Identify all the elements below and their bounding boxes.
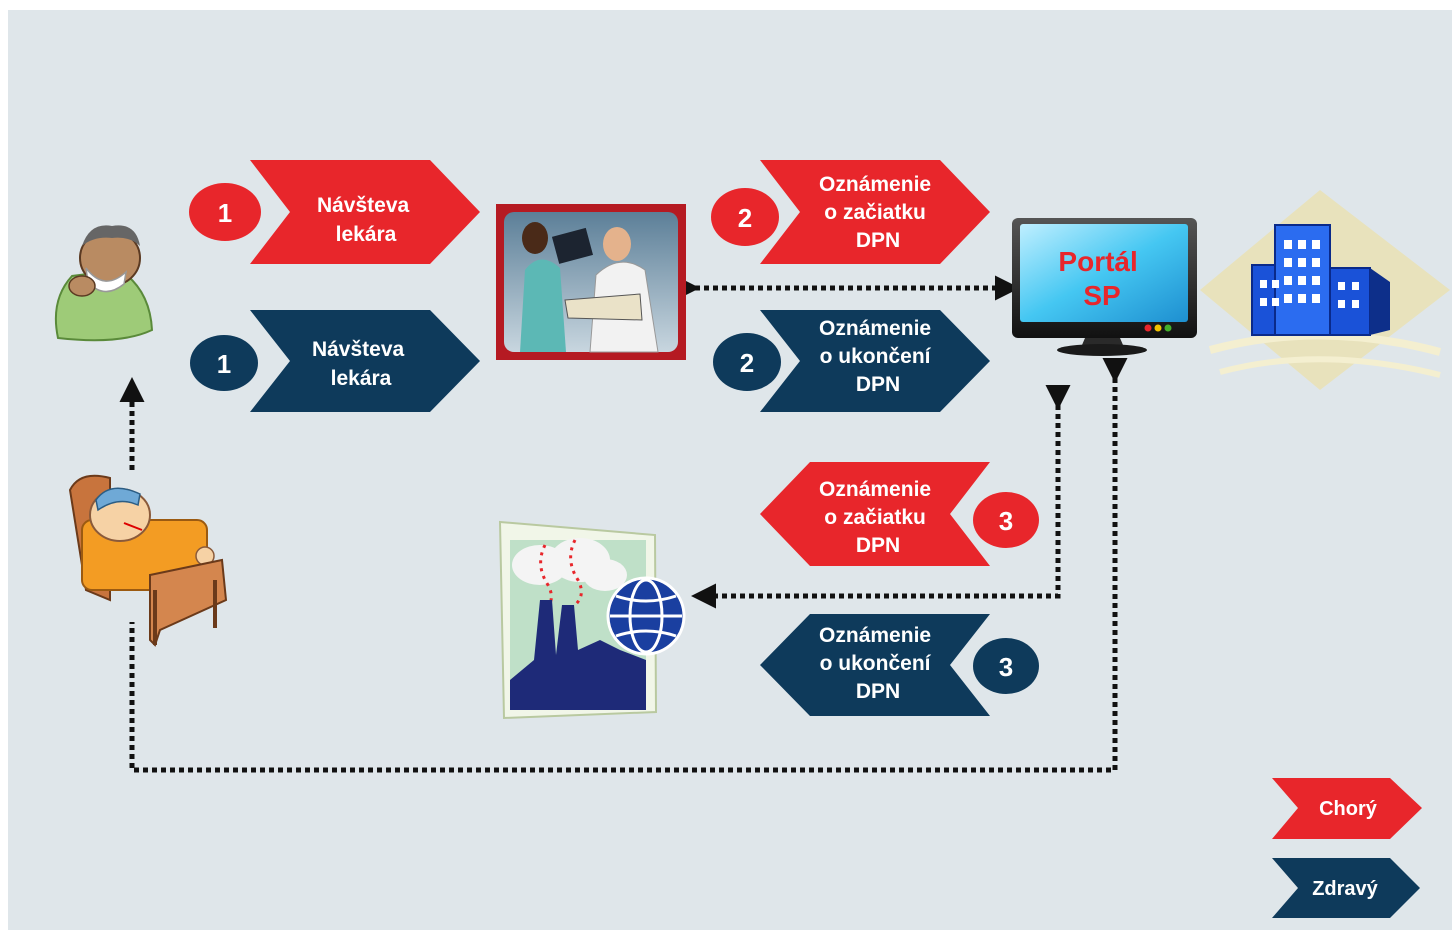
- sick-in-bed-icon: [68, 474, 228, 647]
- chevron-arrow: [760, 614, 990, 716]
- step-badge: [713, 333, 781, 391]
- arrow-label: Oznámenie o ukončení DPN: [819, 317, 937, 396]
- monitor-icon: Portál SP: [1012, 218, 1197, 356]
- step3-healthy-arrow: Oznámenie o ukončení DPN 3: [760, 614, 1039, 716]
- step-number: 3: [999, 506, 1013, 536]
- background-panel: [8, 10, 1452, 930]
- sneezing-person-icon: [54, 225, 154, 342]
- chevron-arrow: [760, 160, 990, 264]
- legend-healthy-label: Zdravý: [1312, 878, 1378, 900]
- arrow-label: Oznámenie o ukončení DPN: [819, 624, 937, 703]
- chevron-arrow: [250, 160, 480, 264]
- chevron-arrow: [250, 310, 480, 412]
- step-number: 2: [740, 348, 754, 378]
- step1-sick-arrow: Návšteva lekára 1: [189, 160, 480, 264]
- step-number: 1: [217, 349, 231, 379]
- step-badge: [189, 183, 261, 241]
- legend-sick-label: Chorý: [1319, 798, 1378, 820]
- step-number: 3: [999, 652, 1013, 682]
- step-number: 1: [218, 198, 232, 228]
- portal-employer-connector: [691, 385, 1071, 609]
- legend: Chorý Zdravý: [1272, 778, 1422, 918]
- step2-sick-arrow: Oznámenie o začiatku DPN 2: [711, 160, 990, 264]
- portal-title: Portál SP: [1058, 246, 1145, 311]
- arrow-label: Návšteva lekára: [312, 338, 410, 390]
- legend-healthy-arrow: [1272, 858, 1420, 918]
- arrow-label: Návšteva lekára: [317, 194, 415, 246]
- connectors: [119, 275, 1128, 773]
- step-number: 2: [738, 203, 752, 233]
- legend-healthy: Zdravý: [1272, 858, 1420, 918]
- portal-patient-connector: [129, 358, 1128, 773]
- legend-sick-arrow: [1272, 778, 1422, 839]
- step-badge: [711, 188, 779, 246]
- factory-globe-icon: [498, 520, 686, 720]
- office-building-icon: [1200, 190, 1450, 390]
- step-badge: [973, 638, 1039, 694]
- doctors-photo-icon: [496, 204, 686, 360]
- legend-sick: Chorý: [1272, 778, 1422, 839]
- step-badge: [190, 335, 258, 391]
- step1-healthy-arrow: Návšteva lekára 1: [190, 310, 480, 412]
- arrow-label: Oznámenie o začiatku DPN: [819, 173, 937, 252]
